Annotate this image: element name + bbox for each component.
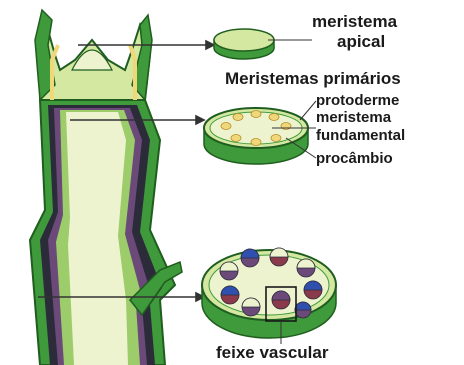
vascular-bundle bbox=[221, 286, 239, 304]
vascular-bundle bbox=[241, 249, 259, 267]
procambium-strand bbox=[271, 135, 281, 142]
label-ground-meristem-line1: meristema bbox=[316, 110, 391, 125]
vascular-bundle-highlighted bbox=[272, 291, 290, 309]
label-ground-meristem-line2: fundamental bbox=[316, 128, 405, 143]
arrowhead-primary bbox=[196, 116, 204, 124]
procambium-strand bbox=[251, 111, 261, 118]
vascular-bundle bbox=[220, 262, 238, 280]
vascular-bundle bbox=[295, 302, 311, 318]
vascular-bundle bbox=[297, 259, 315, 277]
vascular-bundle bbox=[242, 298, 260, 316]
apical-dome bbox=[72, 50, 112, 70]
apical-disc-top bbox=[214, 29, 274, 51]
primary-meristems-disc bbox=[204, 101, 316, 164]
protoderm-leader bbox=[300, 101, 316, 120]
vascular-bundle bbox=[304, 281, 322, 299]
label-procambium: procâmbio bbox=[316, 151, 393, 166]
apical-meristem-disc bbox=[214, 29, 312, 59]
label-protoderm: protoderme bbox=[316, 93, 399, 108]
stem-longitudinal-section bbox=[30, 10, 182, 365]
label-vascular-bundle: feixe vascular bbox=[216, 344, 328, 361]
procambium-strand bbox=[269, 114, 279, 121]
vascular-bundle bbox=[270, 248, 288, 266]
label-apical-meristem-line2: apical bbox=[337, 33, 385, 50]
procambium-strand bbox=[221, 123, 231, 130]
vascular-bundle-disc bbox=[202, 248, 336, 344]
procambium-strand bbox=[233, 114, 243, 121]
arrowhead-apical bbox=[206, 41, 214, 49]
procambium-strand bbox=[251, 139, 261, 146]
procambium-strand bbox=[231, 135, 241, 142]
label-primary-meristems: Meristemas primários bbox=[225, 70, 401, 87]
label-apical-meristem-line1: meristema bbox=[312, 13, 397, 30]
